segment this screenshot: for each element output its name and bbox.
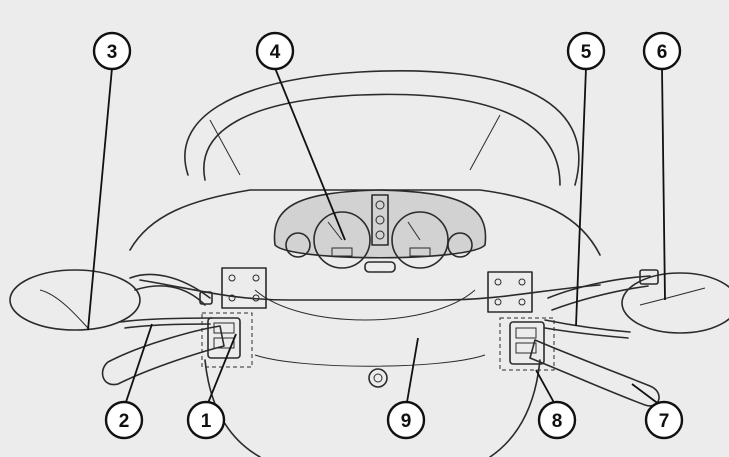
- temperature-gauge: [447, 232, 473, 258]
- callout-3: 3: [92, 31, 132, 71]
- callout-4: 4: [255, 31, 295, 71]
- right-throttle-grip: [529, 339, 660, 407]
- callout-label: 7: [659, 411, 670, 432]
- callout-8: 8: [537, 400, 577, 440]
- callout-9: 9: [386, 400, 426, 440]
- leader-lines: [87, 67, 666, 409]
- callout-label: 5: [581, 42, 592, 63]
- leader-4: [274, 67, 346, 241]
- leader-3: [87, 67, 113, 331]
- leader-5: [575, 67, 587, 327]
- left-grip: [101, 325, 225, 386]
- fairing-outline: [129, 189, 601, 457]
- callout-label: 2: [119, 411, 130, 432]
- callout-label: 1: [201, 411, 212, 432]
- right-switch-panel: [487, 271, 533, 313]
- leader-6: [661, 67, 666, 301]
- callout-label: 3: [107, 42, 118, 63]
- right-brake-lever: [544, 319, 631, 339]
- left-switch-cluster: [201, 312, 253, 368]
- callout-2: 2: [104, 400, 144, 440]
- callout-7: 7: [644, 400, 684, 440]
- leader-1: [205, 333, 237, 409]
- right-switch-cluster: [499, 317, 555, 371]
- fuel-gauge: [285, 232, 311, 258]
- instrument-cluster: [273, 189, 487, 273]
- steering-head: [368, 368, 388, 388]
- windshield: [184, 69, 580, 186]
- left-switch-panel: [221, 267, 267, 309]
- callout-1: 1: [186, 400, 226, 440]
- leader-2: [123, 323, 153, 409]
- tachometer-dial: [391, 211, 449, 269]
- callout-label: 9: [401, 411, 412, 432]
- leader-9: [405, 337, 419, 409]
- callout-6: 6: [642, 31, 682, 71]
- callout-label: 8: [552, 411, 563, 432]
- callout-label: 4: [270, 42, 281, 63]
- right-mirror: [547, 269, 729, 334]
- left-brake-lever: [119, 317, 213, 329]
- callout-5: 5: [566, 31, 606, 71]
- ignition-slot: [364, 261, 396, 273]
- left-mirror: [9, 269, 213, 331]
- speedometer-dial: [313, 211, 371, 269]
- callout-label: 6: [657, 42, 668, 63]
